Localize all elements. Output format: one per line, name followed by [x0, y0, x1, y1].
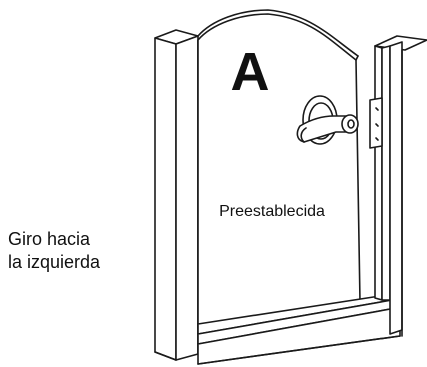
right-frame-jamb	[374, 35, 427, 337]
left-frame-post	[154, 29, 199, 361]
door-slab	[197, 9, 361, 329]
hinge-icon	[369, 97, 383, 149]
lever-handle-icon	[296, 95, 359, 145]
door-label: Preestablecida	[219, 203, 325, 220]
door-letter: A	[231, 42, 270, 102]
caption-line-1: Giro hacia	[8, 229, 91, 249]
rotation-caption: Giro hacia la izquierda	[8, 228, 100, 274]
door-sill	[197, 295, 401, 365]
caption-line-2: la izquierda	[8, 252, 101, 272]
floor-edge	[154, 351, 177, 361]
